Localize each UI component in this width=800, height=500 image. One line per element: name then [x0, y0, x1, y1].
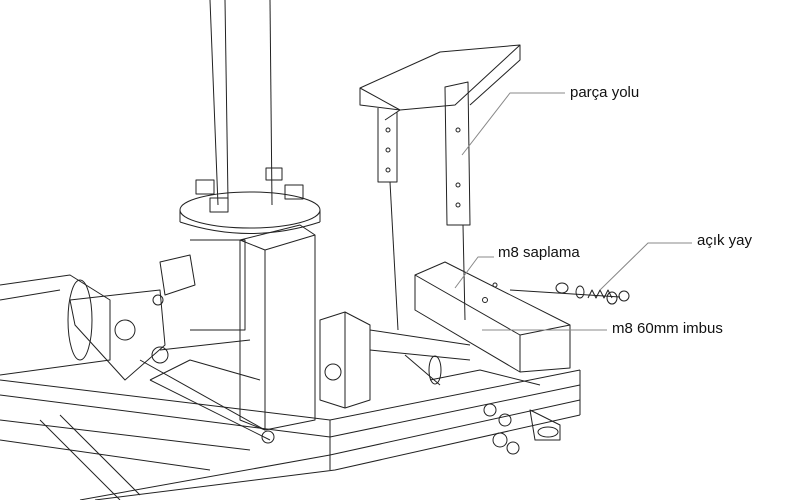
motor: [0, 274, 111, 376]
vertical-pole: [179, 0, 321, 234]
slider-block: [319, 311, 471, 409]
end-box: [414, 261, 571, 373]
leader-lines: [454, 92, 692, 331]
label-m8-stud: m8 saplama: [498, 244, 580, 261]
linkage: [69, 239, 275, 444]
label-part-path: parça yolu: [570, 84, 640, 101]
base-frame: [0, 369, 581, 500]
label-open-spring: açık yay: [697, 232, 753, 249]
leader-part-path: [461, 92, 565, 156]
leader-m8-stud: [454, 256, 494, 289]
column-box: [239, 224, 316, 431]
label-m8-bolt: m8 60mm imbus: [612, 320, 723, 337]
spring-assembly: [483, 282, 630, 455]
leader-open-spring: [599, 242, 692, 291]
part-chute: [359, 44, 521, 331]
